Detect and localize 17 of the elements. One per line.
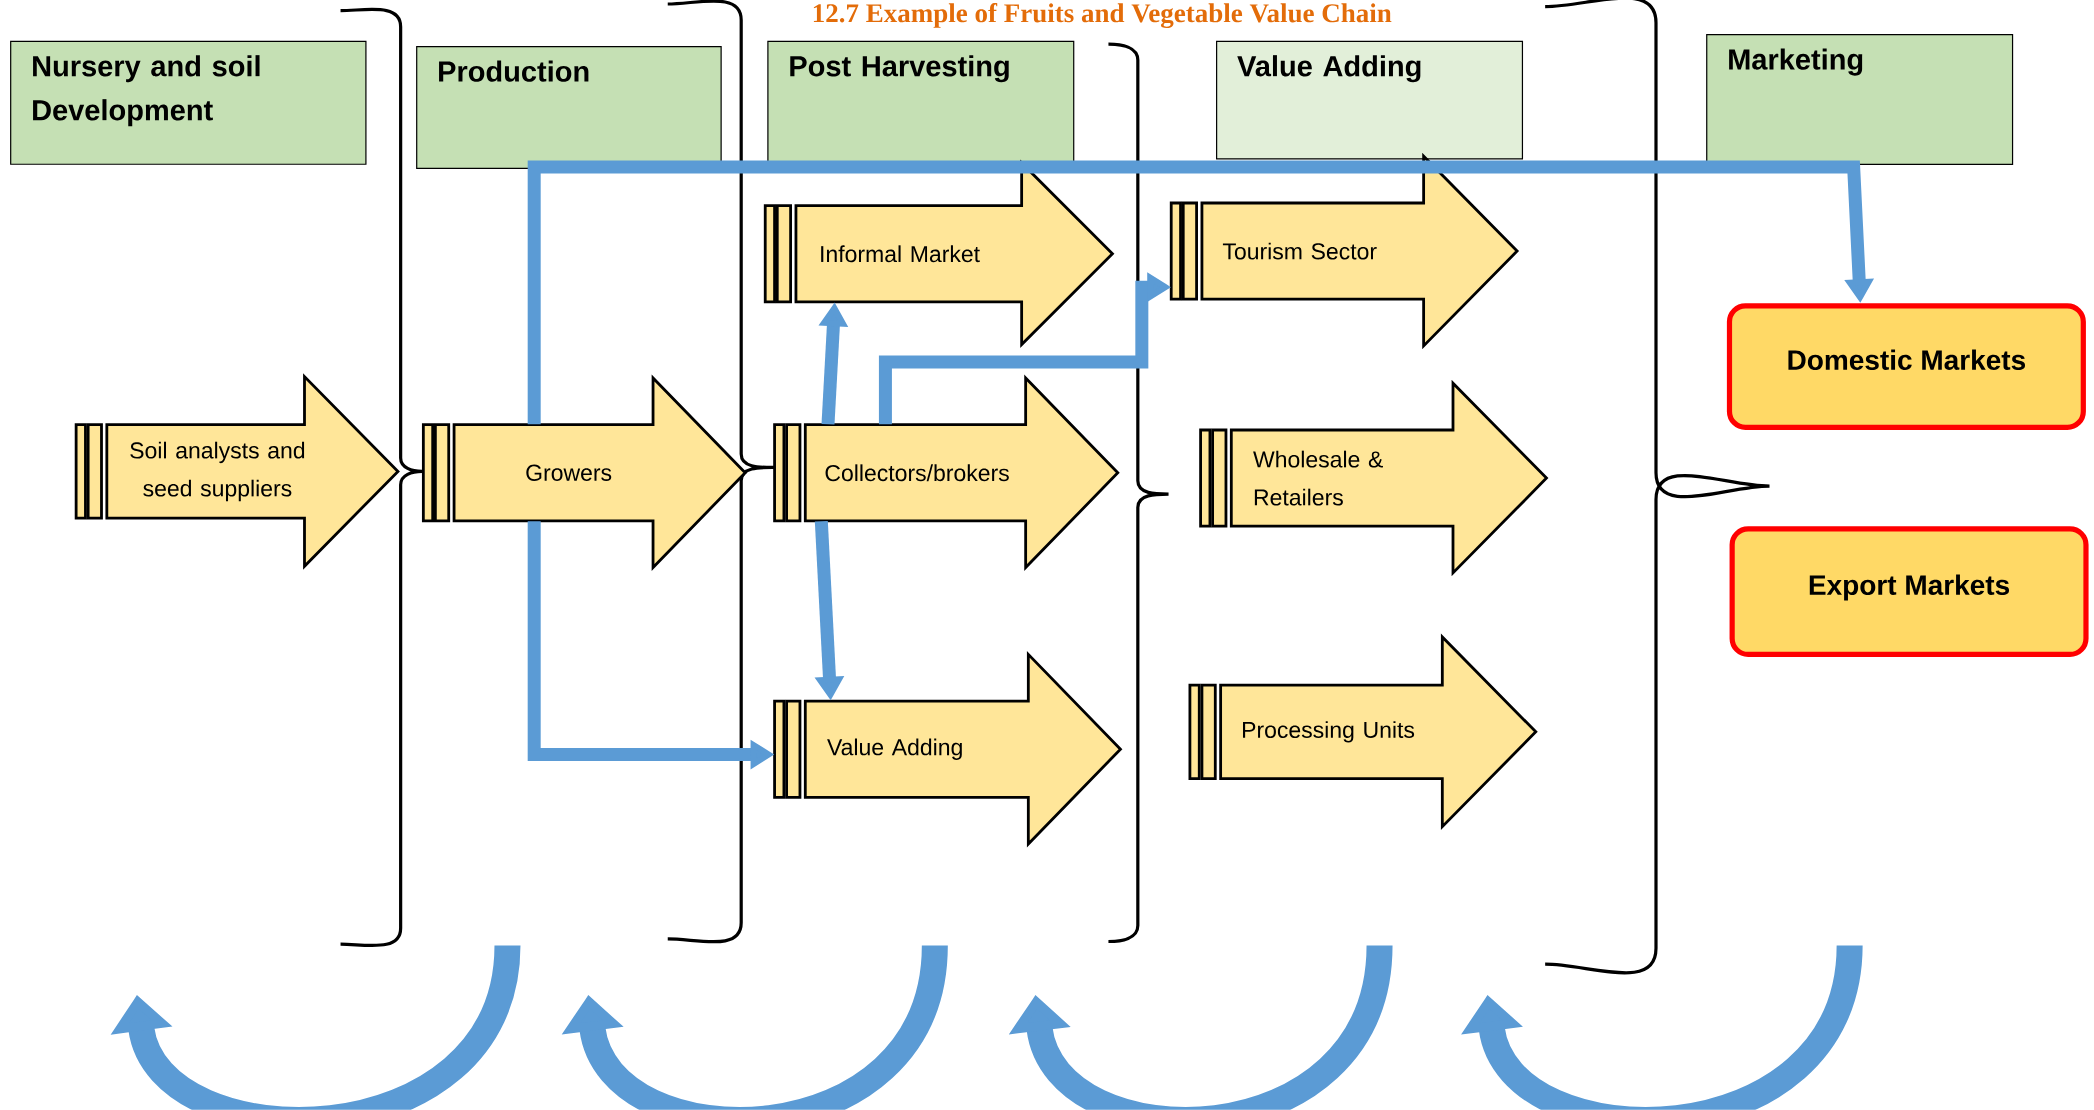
stage-header: Production [416, 46, 722, 169]
stage-box: Tourism Sector [1169, 152, 1520, 350]
stage-box: Collectors/brokers [773, 374, 1120, 572]
stage-box: Informal Market [763, 159, 1115, 349]
market-box: Export Markets [1729, 526, 2089, 658]
stage-header: Post Harvesting [767, 40, 1075, 163]
stage-header: Marketing [1706, 34, 2014, 165]
stage-header: Nursery and soil Development [10, 40, 367, 165]
title: 12.7 Example of Fruits and Vegetable Value Chain [813, 3, 1392, 29]
stage-box: Processing Units [1188, 633, 1538, 831]
stage-box: Wholesale & Retailers [1199, 379, 1549, 577]
market-box: Domestic Markets [1726, 303, 2086, 431]
stage-box: Soil analysts and seed suppliers [74, 373, 400, 570]
stage-box: Value Adding [773, 651, 1123, 848]
stage-box: Growers [421, 374, 748, 572]
stage-header: Value Adding [1216, 40, 1524, 160]
arrow [527, 160, 1875, 425]
